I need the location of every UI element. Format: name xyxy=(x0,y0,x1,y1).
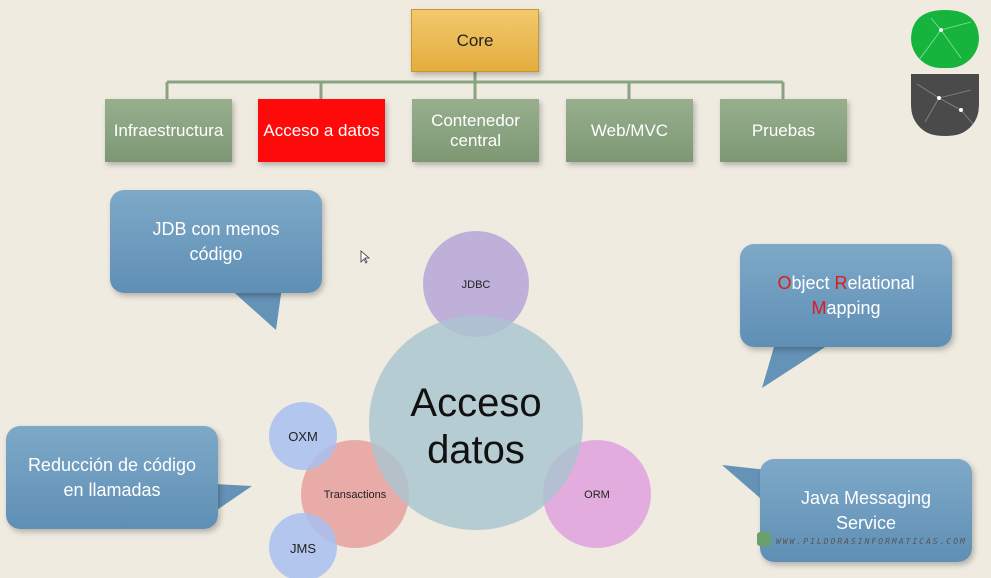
tree-connectors xyxy=(165,72,785,99)
cursor-icon xyxy=(360,250,371,264)
tail-reduccion xyxy=(214,484,252,512)
watermark-text: WWW.PILDORASINFORMATICAS.COM xyxy=(776,537,967,546)
node-web-mvc: Web/MVC xyxy=(566,99,693,162)
center-label-line2: datos xyxy=(427,428,525,472)
logo-gray-icon xyxy=(911,74,979,136)
core-node: Core xyxy=(411,9,539,72)
circle-center xyxy=(369,316,583,530)
orm-word-elational: elational xyxy=(847,272,915,293)
callout-orm: Object Relational Mapping xyxy=(740,244,952,347)
node-label: Pruebas xyxy=(751,120,816,140)
node-contenedor-central: Contenedor central xyxy=(412,99,539,162)
orm-letter-o: O xyxy=(777,272,792,293)
callout-reduccion-text: Reducción de código en llamadas xyxy=(27,454,197,500)
circle-oxm xyxy=(269,402,337,470)
callout-reduccion: Reducción de código en llamadas xyxy=(6,426,218,529)
jms-label: JMS xyxy=(290,541,316,556)
node-pruebas: Pruebas xyxy=(720,99,847,162)
tail-jms xyxy=(722,465,768,505)
circle-jms xyxy=(269,513,337,578)
transactions-label: Transactions xyxy=(324,489,387,501)
callout-jdb: JDB con menos código xyxy=(110,190,322,293)
node-infraestructura: Infraestructura xyxy=(105,99,232,162)
node-label: Infraestructura xyxy=(113,120,224,140)
node-label: Contenedor central xyxy=(431,110,520,150)
watermark-logo-icon xyxy=(757,532,771,546)
orm-label: ORM xyxy=(584,489,610,501)
logo-green-icon xyxy=(911,10,979,68)
tail-orm xyxy=(762,340,836,388)
circle-jdbc xyxy=(423,231,529,337)
node-label: Web/MVC xyxy=(590,120,669,140)
orm-word-apping: apping xyxy=(826,297,881,318)
orm-letter-m: M xyxy=(811,297,827,318)
callout-jms-text: Java Messaging Service xyxy=(800,487,932,533)
oxm-label: OXM xyxy=(288,429,318,444)
jdbc-label: JDBC xyxy=(462,279,491,291)
orm-word-bject: bject xyxy=(791,272,835,293)
tail-jdb xyxy=(228,287,282,330)
callout-jdb-text: JDB con menos código xyxy=(152,218,280,264)
core-label: Core xyxy=(456,30,494,50)
node-label: Acceso a datos xyxy=(263,120,380,140)
center-label-line1: Acceso xyxy=(410,381,541,425)
callout-orm-text: Object Relational Mapping xyxy=(756,271,936,321)
callout-jms: Java Messaging Service xyxy=(760,459,972,562)
node-acceso-a-datos: Acceso a datos xyxy=(258,99,385,162)
orm-letter-r: R xyxy=(834,272,848,293)
